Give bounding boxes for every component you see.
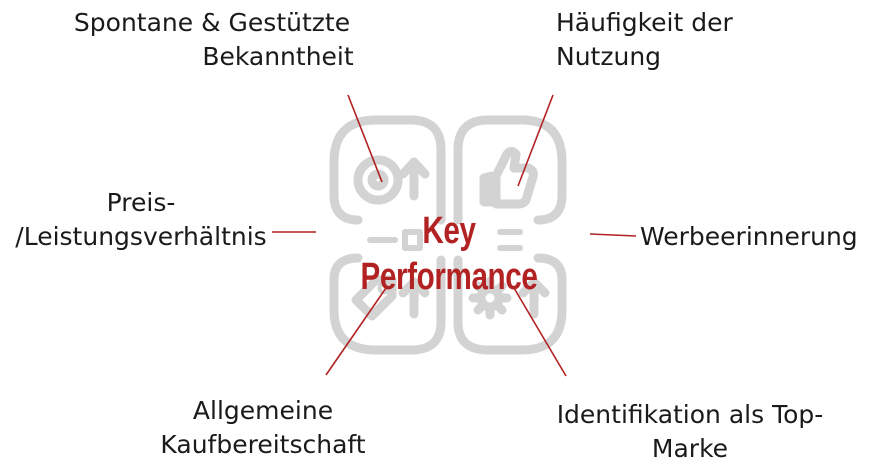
- connector-top-left: [347, 94, 383, 183]
- label-haeufigkeit-der-nutzung: Häufigkeit der Nutzung: [556, 6, 733, 74]
- label-line: /Leistungsverhältnis: [15, 222, 267, 251]
- label-werbeerinnerung: Werbeerinnerung: [640, 220, 858, 254]
- connector-right: [589, 233, 637, 237]
- label-allgemeine-kaufbereitschaft: Allgemeine Kaufbereitschaft: [150, 394, 376, 462]
- label-line: Identifikation als Top-: [556, 400, 824, 429]
- label-line: Marke: [651, 434, 729, 463]
- label-line: Bekanntheit: [202, 42, 354, 71]
- center-title: Key Performance: [360, 210, 538, 298]
- connector-bottom-left: [325, 287, 387, 376]
- label-line: Kaufbereitschaft: [160, 430, 366, 459]
- gear-arrow-icon: [453, 253, 567, 355]
- thumbs-up-icon: [453, 115, 567, 225]
- label-identifikation-als-top-marke: Identifikation als Top- Marke: [540, 398, 840, 466]
- label-line: Häufigkeit der: [556, 8, 733, 37]
- target-arrow-icon: [329, 115, 446, 225]
- label-line: Allgemeine: [192, 396, 334, 425]
- label-spontane-gestuetzte-bekanntheit: Spontane & Gestützte Bekanntheit: [62, 6, 362, 74]
- label-line: Nutzung: [556, 42, 662, 71]
- label-line: Preis-: [106, 188, 176, 217]
- label-preis-leistungsverhaeltnis: Preis- /Leistungsverhältnis: [6, 186, 276, 254]
- label-line: Spontane & Gestützte: [73, 8, 351, 37]
- connector-top-right: [517, 94, 554, 187]
- connector-bottom-right: [513, 287, 567, 377]
- label-line: Werbeerinnerung: [640, 222, 858, 251]
